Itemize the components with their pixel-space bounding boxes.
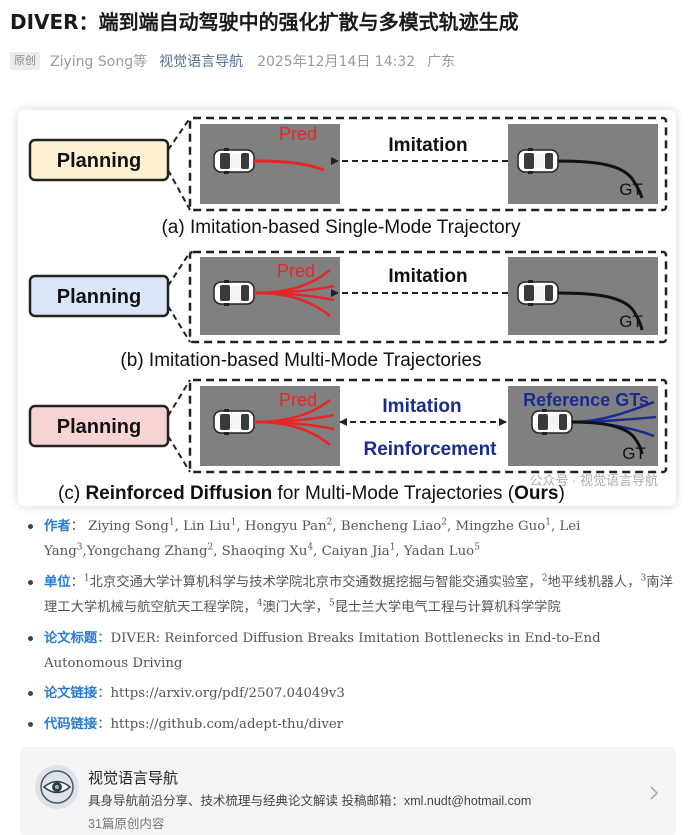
account-description: 具身导航前沿分享、技术梳理与经典论文解读 投稿邮箱：xml.nudt@hotma…	[88, 794, 532, 808]
pred-trajectories-b	[253, 269, 335, 317]
planning-box-a	[28, 138, 170, 182]
chevron-right-icon	[650, 786, 659, 800]
gt-trajectory-c	[571, 420, 644, 455]
bullet-dot	[28, 722, 33, 727]
planning-box-b	[28, 274, 170, 318]
planning-label-c: Planning	[57, 416, 141, 438]
caption-a: (a) Imitation-based Single-Mode Trajecto…	[161, 217, 521, 238]
bullet-dot	[28, 636, 33, 641]
planning-box-c	[28, 404, 170, 448]
paper-title-line1: DIVER: Reinforced Diffusion Breaks Imita…	[110, 631, 601, 646]
gt-trajectory-b	[557, 291, 644, 331]
watermark-text: 公众号 · 视觉语言导航	[529, 473, 658, 488]
pred-trajectory-a	[253, 159, 325, 172]
code-link-row: 代码链接：https://github.com/adept-thu/diver	[28, 712, 678, 737]
pred-label-b: Pred	[277, 261, 315, 281]
eye-logo-icon	[35, 765, 79, 809]
row-a: Planning Pred Imitation GT (a) Imitation…	[28, 116, 668, 238]
code-link[interactable]: https://github.com/adept-thu/diver	[110, 717, 344, 732]
gt-trajectory-a	[557, 159, 644, 199]
bullet-dot	[28, 580, 33, 585]
publish-date: 2025年12月14日 14:32	[257, 54, 416, 70]
authors-key: 作者	[44, 519, 71, 534]
article-meta: 原创 Ziying Song等 视觉语言导航 2025年12月14日 14:32…	[10, 50, 455, 72]
author-name: Ziying Song等	[50, 54, 148, 70]
account-avatar	[35, 765, 79, 809]
gt-label-b: GT	[619, 312, 643, 331]
affiliations-row: 单位：1北京交通大学计算机科学与技术学院北京市交通数据挖掘与智能交通实验室，2地…	[28, 570, 678, 620]
paper-title-row: 论文标题：DIVER: Reinforced Diffusion Breaks …	[28, 626, 678, 676]
pred-label-c: Pred	[279, 390, 317, 410]
account-name: 视觉语言导航	[88, 770, 179, 787]
gt-label-a: GT	[619, 180, 643, 199]
pred-trajectories-c	[253, 399, 335, 446]
row-c: Planning Pred Imitation Reinforcement	[28, 378, 668, 504]
paper-figure: Planning Pred Imitation GT (a) Imitation…	[18, 110, 676, 506]
caption-c: (c) Reinforced Diffusion for Multi-Mode …	[58, 483, 565, 504]
affiliations-key: 单位	[44, 575, 71, 590]
authors-row: 作者： Ziying Song1, Lin Liu1, Hongyu Pan2,…	[28, 514, 678, 564]
imitation-label-a: Imitation	[388, 135, 467, 156]
paper-link-row: 论文链接：https://arxiv.org/pdf/2507.04049v3	[28, 681, 678, 706]
bullet-dot	[28, 524, 33, 529]
paper-title-key: 论文标题	[44, 631, 98, 646]
authors-list: Ziying Song1, Lin Liu1, Hongyu Pan2, Ben…	[44, 517, 581, 559]
trajectory-figure-svg: Planning Pred Imitation GT (a) Imitation…	[28, 116, 668, 504]
bullet-dot	[28, 691, 33, 696]
account-link[interactable]: 视觉语言导航	[159, 54, 244, 70]
code-link-key: 代码链接	[44, 717, 98, 732]
reference-gts-label: Reference GTs	[523, 390, 649, 410]
caption-b: (b) Imitation-based Multi-Mode Trajector…	[120, 350, 481, 371]
planning-label-b: Planning	[57, 286, 141, 308]
reinforcement-label: Reinforcement	[363, 439, 497, 460]
original-badge: 原创	[10, 52, 40, 70]
paper-link[interactable]: https://arxiv.org/pdf/2507.04049v3	[110, 686, 345, 701]
gt-label-c: GT	[622, 444, 646, 463]
publish-location: 广东	[427, 54, 456, 70]
planning-label-a: Planning	[57, 150, 141, 172]
account-card[interactable]: 视觉语言导航 具身导航前沿分享、技术梳理与经典论文解读 投稿邮箱：xml.nud…	[20, 747, 676, 835]
imitation-label-b: Imitation	[388, 266, 467, 287]
imitation-label-c: Imitation	[382, 396, 461, 417]
pred-label-a: Pred	[279, 124, 317, 144]
paper-title-line2: Autonomous Driving	[44, 656, 183, 671]
row-b: Planning Pred Imitation GT (b) Imitation…	[28, 250, 668, 371]
paper-link-key: 论文链接	[44, 686, 98, 701]
article-title: DIVER：端到端自动驾驶中的强化扩散与多模式轨迹生成	[10, 10, 519, 34]
original-count: 31篇原创内容	[88, 817, 165, 831]
